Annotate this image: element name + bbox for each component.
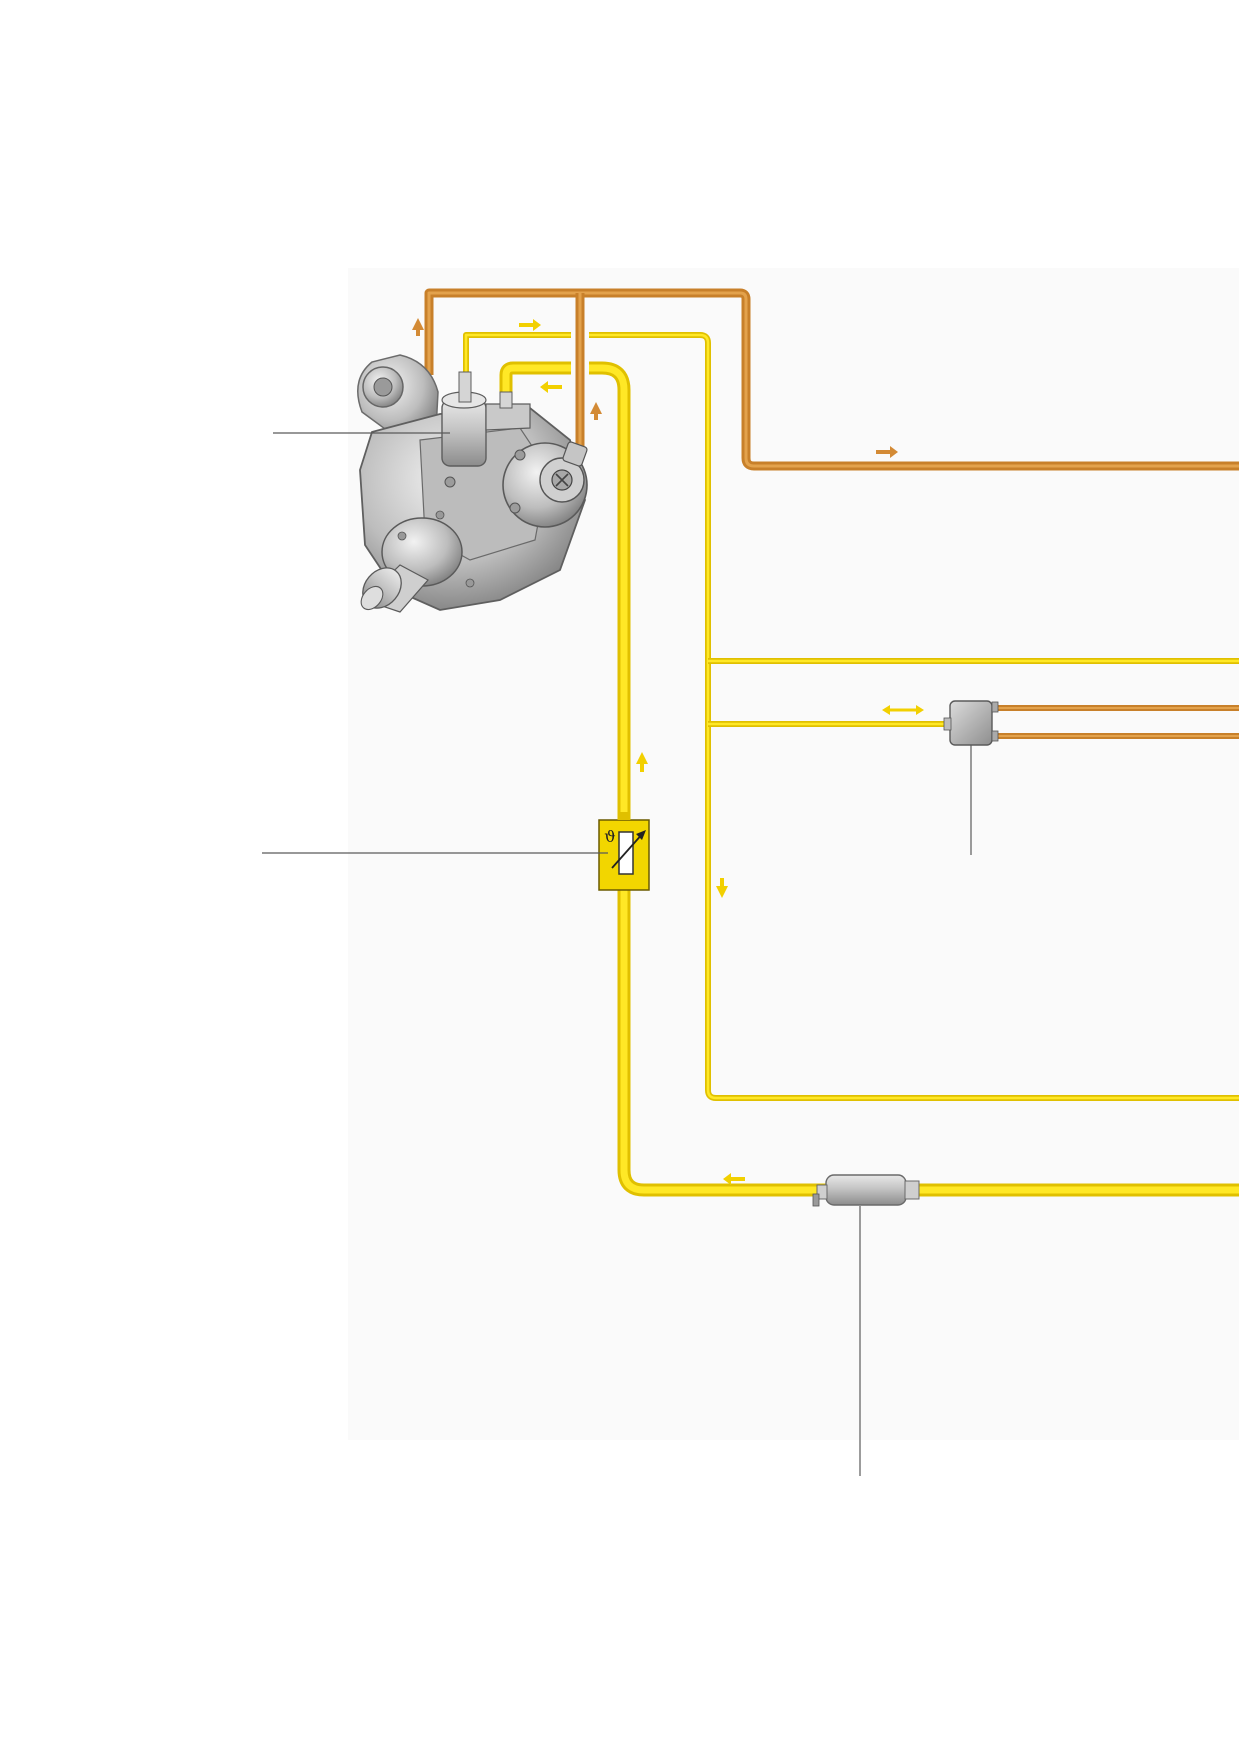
- flow-arrow-down: [716, 878, 728, 898]
- flow-arrow-right: [519, 319, 541, 331]
- high-pressure-line-main-highlight: [427, 291, 1239, 468]
- low-pressure-lines: [463, 332, 1239, 1197]
- feed-line-main-core: [464, 333, 1239, 1100]
- filter-icon: [812, 1174, 920, 1207]
- temperature-symbol: ϑ: [604, 827, 615, 846]
- flow-arrow-right: [876, 446, 898, 458]
- flow-arrow-left: [723, 1173, 745, 1185]
- pressure-valve-outlet-lines: [992, 705, 1239, 739]
- flow-arrow-up: [636, 752, 648, 772]
- flow-arrows: [412, 318, 924, 1185]
- leader-lines: [262, 432, 972, 1476]
- valve-icon: [943, 700, 999, 746]
- flow-arrow-up: [590, 402, 602, 420]
- flow-arrow-left-right: [882, 705, 924, 715]
- fuel-temperature-sensor: ϑ: [598, 812, 650, 891]
- flow-arrow-up: [412, 318, 424, 336]
- flow-arrow-left: [540, 381, 562, 393]
- pump-icon: [357, 354, 588, 613]
- return-line-main-core: [502, 364, 1239, 1194]
